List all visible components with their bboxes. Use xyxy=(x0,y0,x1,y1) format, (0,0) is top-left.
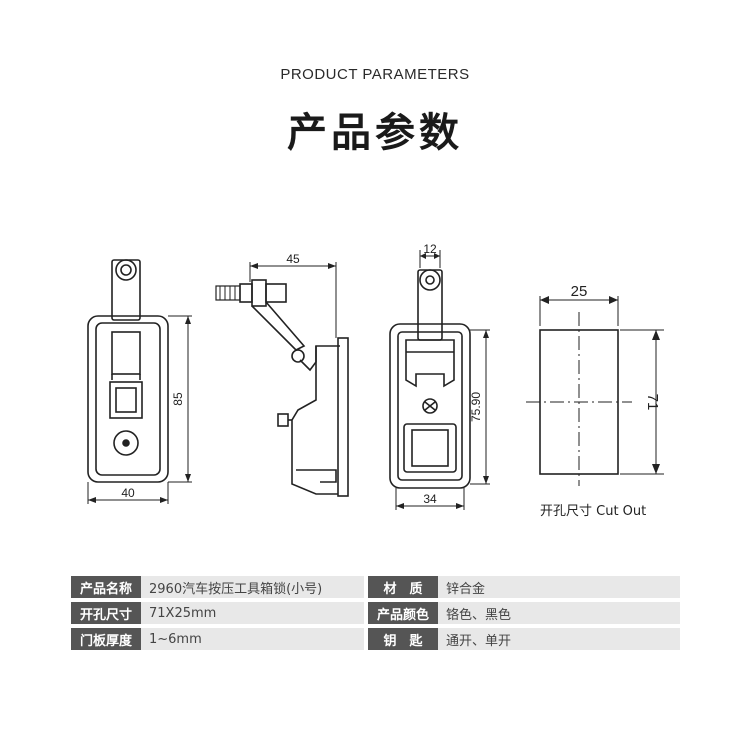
spec-value: 2960汽车按压工具箱锁(小号) xyxy=(141,576,364,598)
dim-cutout-height: 71 xyxy=(644,394,661,411)
dim-side-depth: 45 xyxy=(286,252,300,266)
back-view xyxy=(389,269,471,489)
table-row: 产品名称 2960汽车按压工具箱锁(小号) 材 质 锌合金 xyxy=(71,576,680,598)
spec-key: 门板厚度 xyxy=(71,628,141,650)
spec-value: 通开、单开 xyxy=(438,628,680,650)
spec-key: 开孔尺寸 xyxy=(71,602,141,624)
spec-key: 材 质 xyxy=(368,576,438,598)
spec-key: 产品颜色 xyxy=(368,602,438,624)
cutout-caption: 开孔尺寸 Cut Out xyxy=(540,504,647,519)
spec-gap xyxy=(364,602,368,624)
page-title: 产品参数 xyxy=(287,110,463,156)
spec-gap xyxy=(364,628,368,650)
dim-front-width: 40 xyxy=(121,486,135,500)
table-row: 门板厚度 1~6mm 钥 匙 通开、单开 xyxy=(71,628,680,650)
table-row: 开孔尺寸 71X25mm 产品颜色 铬色、黑色 xyxy=(71,602,680,624)
spec-value: 铬色、黑色 xyxy=(438,602,680,624)
dim-back-width: 34 xyxy=(423,492,437,506)
side-view xyxy=(215,279,349,497)
spec-gap xyxy=(364,576,368,598)
spec-key: 产品名称 xyxy=(71,576,141,598)
spec-table: 产品名称 2960汽车按压工具箱锁(小号) 材 质 锌合金 开孔尺寸 71X25… xyxy=(71,572,680,654)
spec-value: 锌合金 xyxy=(438,576,680,598)
dim-front-height: 85 xyxy=(171,392,185,406)
dim-back-height: 75.90 xyxy=(469,392,483,422)
spec-key: 钥 匙 xyxy=(368,628,438,650)
subtitle: PRODUCT PARAMETERS xyxy=(280,66,470,83)
spec-value: 1~6mm xyxy=(141,628,364,650)
spec-value: 71X25mm xyxy=(141,602,364,624)
dim-back-top-width: 12 xyxy=(423,242,437,256)
dim-cutout-width: 25 xyxy=(571,283,588,300)
front-view xyxy=(87,259,169,483)
